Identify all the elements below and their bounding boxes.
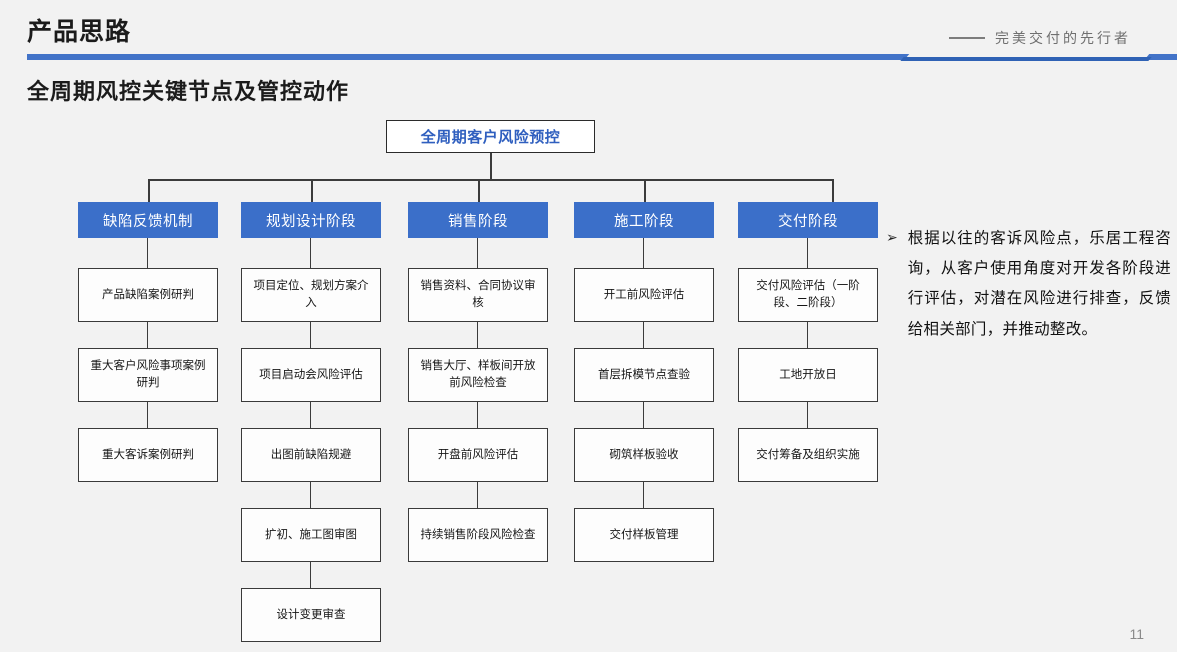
stage-node-4-2[interactable]: 首层拆模节点查验 (574, 348, 714, 402)
connector-drop-1 (148, 179, 150, 202)
stage-node-2-1[interactable]: 项目定位、规划方案介入 (241, 268, 381, 322)
stage-header-2[interactable]: 规划设计阶段 (241, 202, 381, 238)
stage-node-4-1[interactable]: 开工前风险评估 (574, 268, 714, 322)
link-4-0 (643, 238, 645, 268)
header-divider (27, 54, 1177, 60)
stage-node-2-5[interactable]: 设计变更审查 (241, 588, 381, 642)
stage-node-2-2[interactable]: 项目启动会风险评估 (241, 348, 381, 402)
link-3-0 (477, 238, 479, 268)
link-3-2 (477, 402, 479, 428)
stage-node-5-2[interactable]: 工地开放日 (738, 348, 878, 402)
stage-header-5[interactable]: 交付阶段 (738, 202, 878, 238)
stage-column-1: 缺陷反馈机制 产品缺陷案例研判 重大客户风险事项案例研判 重大客诉案例研判 (78, 202, 218, 482)
stage-node-2-3[interactable]: 出图前缺陷规避 (241, 428, 381, 482)
link-2-1 (310, 322, 312, 348)
link-1-2 (147, 402, 149, 428)
link-2-0 (310, 238, 312, 268)
diagram-root-node: 全周期客户风险预控 (386, 120, 595, 153)
link-3-3 (477, 482, 479, 508)
link-3-1 (477, 322, 479, 348)
slide-kicker: 产品思路 (27, 18, 132, 46)
side-note-text: 根据以往的客诉风险点，乐居工程咨询，从客户使用角度对开发各阶段进行评估，对潜在风… (907, 230, 1171, 338)
stage-column-3: 销售阶段 销售资料、合同协议审核 销售大厅、样板间开放前风险检查 开盘前风险评估… (408, 202, 548, 562)
stage-column-5: 交付阶段 交付风险评估（一阶段、二阶段） 工地开放日 交付筹备及组织实施 (738, 202, 878, 482)
connector-drop-5 (832, 179, 834, 202)
connector-bus (148, 179, 833, 181)
stage-node-5-3[interactable]: 交付筹备及组织实施 (738, 428, 878, 482)
connector-drop-4 (644, 179, 646, 202)
stage-column-4: 施工阶段 开工前风险评估 首层拆模节点查验 砌筑样板验收 交付样板管理 (574, 202, 714, 562)
link-4-2 (643, 402, 645, 428)
link-1-0 (147, 238, 149, 268)
connector-drop-2 (311, 179, 313, 202)
page-title: 全周期风控关键节点及管控动作 (27, 79, 350, 104)
link-5-0 (807, 238, 809, 268)
tagline-text: 完美交付的先行者 (995, 30, 1131, 46)
connector-root-trunk (490, 153, 492, 180)
stage-node-3-4[interactable]: 持续销售阶段风险检查 (408, 508, 548, 562)
link-2-4 (310, 562, 312, 588)
stage-node-3-2[interactable]: 销售大厅、样板间开放前风险检查 (408, 348, 548, 402)
link-5-2 (807, 402, 809, 428)
link-2-3 (310, 482, 312, 508)
tagline-dash-icon (949, 37, 985, 39)
stage-node-3-1[interactable]: 销售资料、合同协议审核 (408, 268, 548, 322)
stage-node-1-3[interactable]: 重大客诉案例研判 (78, 428, 218, 482)
bullet-arrow-icon: ➢ (886, 229, 898, 245)
link-4-1 (643, 322, 645, 348)
stage-header-1[interactable]: 缺陷反馈机制 (78, 202, 218, 238)
side-note: ➢ 根据以往的客诉风险点，乐居工程咨询，从客户使用角度对开发各阶段进行评估，对潜… (886, 224, 1171, 345)
link-1-1 (147, 322, 149, 348)
stage-header-3[interactable]: 销售阶段 (408, 202, 548, 238)
stage-header-4[interactable]: 施工阶段 (574, 202, 714, 238)
stage-node-4-4[interactable]: 交付样板管理 (574, 508, 714, 562)
brand-tagline: 完美交付的先行者 (949, 28, 1131, 48)
stage-node-4-3[interactable]: 砌筑样板验收 (574, 428, 714, 482)
stage-node-1-1[interactable]: 产品缺陷案例研判 (78, 268, 218, 322)
stage-node-3-3[interactable]: 开盘前风险评估 (408, 428, 548, 482)
stage-node-1-2[interactable]: 重大客户风险事项案例研判 (78, 348, 218, 402)
link-2-2 (310, 402, 312, 428)
stage-column-2: 规划设计阶段 项目定位、规划方案介入 项目启动会风险评估 出图前缺陷规避 扩初、… (241, 202, 381, 642)
connector-drop-3 (478, 179, 480, 202)
stage-node-2-4[interactable]: 扩初、施工图审图 (241, 508, 381, 562)
link-5-1 (807, 322, 809, 348)
stage-node-5-1[interactable]: 交付风险评估（一阶段、二阶段） (738, 268, 878, 322)
page-number: 11 (1129, 626, 1144, 642)
link-4-3 (643, 482, 645, 508)
